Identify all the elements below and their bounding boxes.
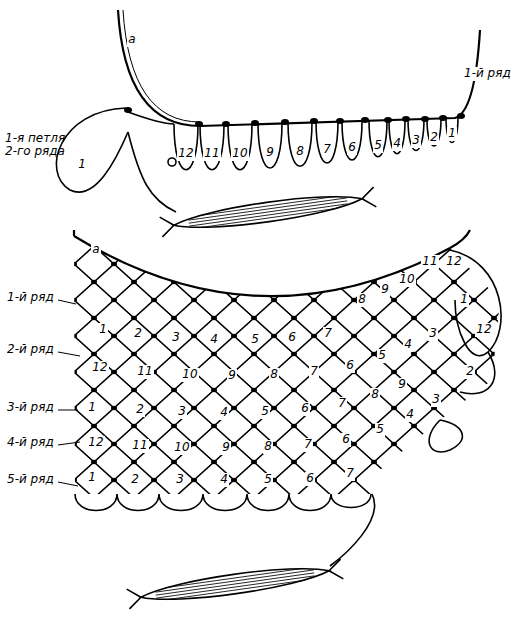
callout-number: 5 bbox=[373, 139, 383, 152]
callout-number: 3 bbox=[177, 405, 187, 418]
callout-number: 5 bbox=[375, 423, 385, 436]
callout-number: 2 bbox=[135, 403, 145, 416]
note: 1-я петля 2-го ряда bbox=[4, 132, 80, 158]
row-label: 1-й ряд bbox=[463, 67, 512, 80]
callout-number: 6 bbox=[300, 402, 310, 415]
callout-number: 12 bbox=[87, 436, 104, 449]
callout-number: 6 bbox=[347, 141, 357, 154]
callout-number: 9 bbox=[221, 441, 231, 454]
callout-number: 1 bbox=[87, 471, 97, 484]
callout-number: 1 bbox=[77, 158, 87, 171]
callout-number: 4 bbox=[405, 408, 415, 421]
callout-number: 10 bbox=[398, 273, 415, 286]
callout-number: 3 bbox=[428, 327, 438, 340]
row-label: 5-й ряд bbox=[6, 473, 55, 486]
callout-number: 5 bbox=[263, 473, 273, 486]
callout-number: 5 bbox=[260, 405, 270, 418]
cord-label: а bbox=[91, 243, 100, 256]
callout-number: 7 bbox=[345, 467, 355, 480]
callout-number: 8 bbox=[295, 145, 305, 158]
row-label: 1-й ряд bbox=[6, 291, 55, 304]
callout-number: 6 bbox=[341, 433, 351, 446]
callout-number: 11 bbox=[136, 365, 153, 378]
callout-number: 4 bbox=[219, 406, 229, 419]
callout-number: 1 bbox=[87, 401, 97, 414]
callout-number: 6 bbox=[287, 331, 297, 344]
callout-number: 8 bbox=[357, 293, 367, 306]
callout-number: 11 bbox=[203, 147, 220, 160]
callout-number: 1 bbox=[447, 127, 457, 140]
callout-number: 9 bbox=[265, 146, 275, 159]
row-label: 2-й ряд bbox=[6, 343, 55, 356]
callout-number: 7 bbox=[322, 143, 332, 156]
callout-number: 11 bbox=[131, 439, 148, 452]
callout-number: 4 bbox=[403, 338, 413, 351]
callout-number: 7 bbox=[323, 327, 333, 340]
callout-number: 8 bbox=[370, 388, 380, 401]
callout-number: 9 bbox=[397, 378, 407, 391]
row-label: 3-й ряд bbox=[6, 401, 55, 414]
callout-number: 9 bbox=[380, 283, 390, 296]
callout-number: 10 bbox=[181, 368, 198, 381]
callout-number: 9 bbox=[227, 369, 237, 382]
cord-label: а bbox=[127, 33, 136, 46]
callout-number: 2 bbox=[465, 365, 475, 378]
callout-number: 12 bbox=[177, 147, 194, 160]
callout-number: 3 bbox=[431, 393, 441, 406]
callout-number: 2 bbox=[429, 131, 439, 144]
callout-number: 1 bbox=[98, 323, 108, 336]
callout-number: 7 bbox=[337, 397, 347, 410]
callout-number: 1 bbox=[459, 293, 469, 306]
callout-number: 3 bbox=[175, 473, 185, 486]
callout-number: 8 bbox=[269, 368, 279, 381]
callout-number: 8 bbox=[263, 440, 273, 453]
callout-number: 5 bbox=[377, 349, 387, 362]
callout-number: 10 bbox=[173, 441, 190, 454]
callout-number: 7 bbox=[303, 438, 313, 451]
callout-number: 10 bbox=[231, 147, 248, 160]
callout-number: 11 bbox=[421, 255, 438, 268]
callout-number: 12 bbox=[445, 255, 462, 268]
callout-number: 2 bbox=[130, 473, 140, 486]
callout-number: 5 bbox=[250, 333, 260, 346]
row-label: 4-й ряд bbox=[6, 436, 55, 449]
callout-number: 3 bbox=[171, 331, 181, 344]
callout-number: 12 bbox=[91, 361, 108, 374]
callout-number: 2 bbox=[133, 327, 143, 340]
callout-number: 4 bbox=[392, 137, 402, 150]
callout-number: 4 bbox=[219, 473, 229, 486]
callout-number: 3 bbox=[411, 134, 421, 147]
callout-number: 6 bbox=[305, 472, 315, 485]
callout-number: 12 bbox=[475, 323, 492, 336]
callout-number: 4 bbox=[209, 333, 219, 346]
callout-number: 6 bbox=[345, 359, 355, 372]
callout-number: 7 bbox=[309, 365, 319, 378]
